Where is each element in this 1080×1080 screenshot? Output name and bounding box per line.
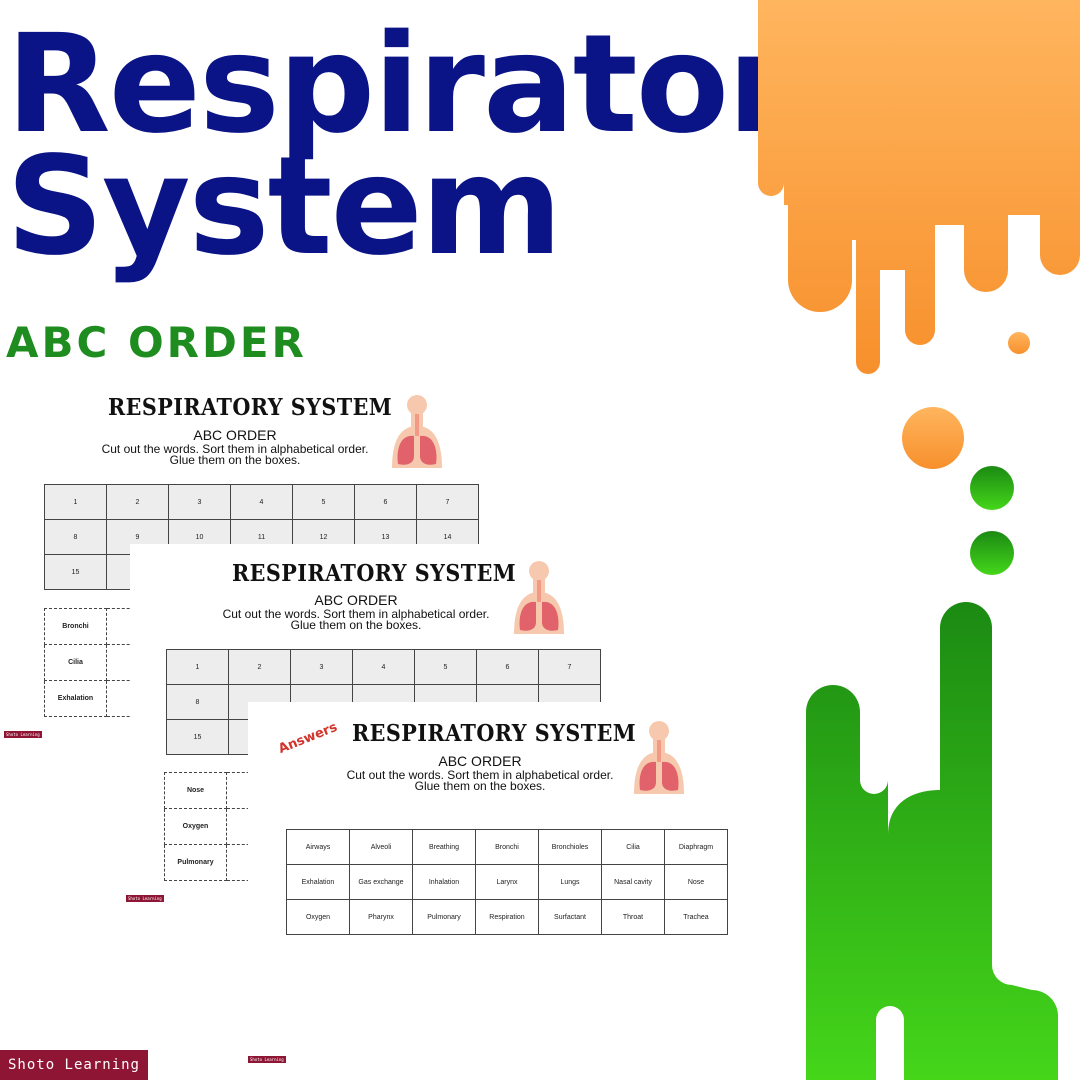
green-drip (806, 466, 1058, 1080)
page-subtitle: ABC ORDER (6, 318, 307, 367)
page-title: Respiratory System (6, 6, 881, 286)
brand-logo: Shoto Learning (0, 1050, 148, 1080)
sheet-stamp: Shoto Learning (4, 731, 42, 738)
worksheet-preview-answers: RESPIRATORY SYSTEM ABC ORDER Cut out the… (248, 702, 740, 962)
lungs-icon (514, 561, 564, 634)
worksheet-title: RESPIRATORY SYSTEM (232, 560, 517, 587)
lungs-icon (634, 721, 684, 794)
worksheet-title: RESPIRATORY SYSTEM (108, 394, 393, 421)
sheet-stamp: Shoto Learning (248, 1056, 286, 1063)
worksheet-instruction: Cut out the words. Sort them in alphabet… (222, 607, 490, 632)
page-title-line-1: Respiratory (6, 6, 881, 164)
paint-drip-decoration (758, 0, 1080, 1080)
worksheet-subtitle: ABC ORDER (193, 427, 277, 443)
lungs-icon (392, 395, 442, 468)
worksheet-title: RESPIRATORY SYSTEM (352, 720, 637, 747)
page-title-line-2: System (6, 128, 563, 286)
orange-dot-large (902, 407, 964, 469)
worksheet-instruction: Cut out the words. Sort them in alphabet… (101, 442, 369, 467)
worksheet-instruction: Cut out the words. Sort them in alphabet… (346, 768, 614, 793)
sheet-stamp: Shoto Learning (126, 895, 164, 902)
orange-dot-small (1008, 332, 1030, 354)
worksheet-subtitle: ABC ORDER (438, 753, 522, 769)
orange-drip (758, 0, 1080, 469)
green-dot-2 (970, 531, 1014, 575)
worksheet-subtitle: ABC ORDER (314, 592, 398, 608)
green-dot-1 (970, 466, 1014, 510)
